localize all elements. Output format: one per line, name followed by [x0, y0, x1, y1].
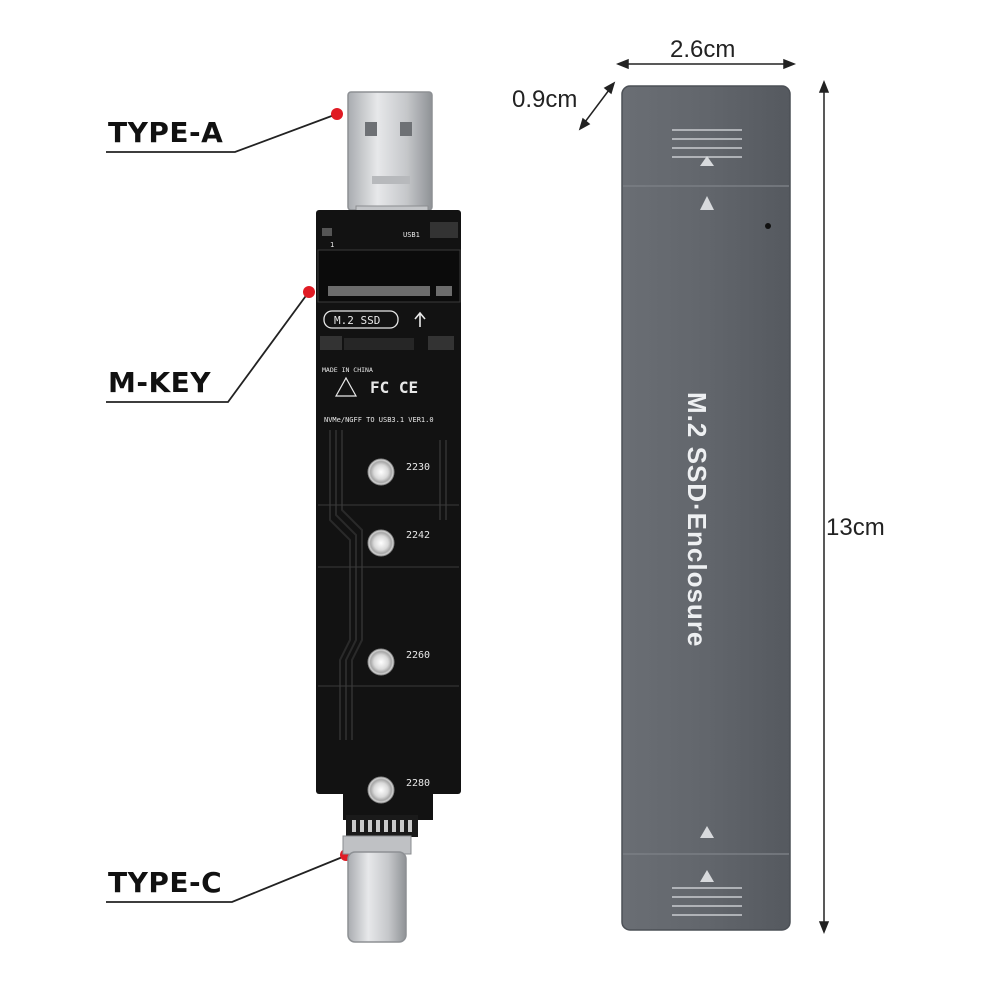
pcb-version: NVMe/NGFF TO USB3.1 VER1.0: [324, 416, 434, 424]
mounting-holes: [367, 458, 395, 804]
pcb-pin-label: 1: [330, 241, 334, 249]
thickness-dimension-label: 0.9cm: [512, 86, 578, 113]
pcb-made-in: MADE IN CHINA: [322, 366, 373, 374]
recycle-logo-icon: [334, 376, 358, 397]
enclosure-label: M.2 SSD·Enclosure: [682, 392, 712, 647]
type-a-marker: [331, 108, 343, 120]
pcb-arrow-icon: [414, 311, 426, 327]
bottom-grip-lines: [672, 887, 742, 916]
type-c-label: TYPE-C: [108, 866, 223, 899]
size-2280-label: 2280: [406, 778, 430, 789]
slide-arrow-top-icon: [700, 196, 714, 210]
type-a-label: TYPE-A: [108, 116, 224, 149]
dimension-arrows: [578, 58, 830, 935]
m-key-marker: [303, 286, 315, 298]
width-dimension-label: 2.6cm: [670, 36, 736, 63]
usb-type-c-connector: [342, 815, 418, 943]
ssd-enclosure: M.2 SSD·Enclosure: [621, 85, 791, 931]
size-2230-label: 2230: [406, 462, 430, 473]
size-2260-label: 2260: [406, 650, 430, 661]
pcb-usb-label: USB1: [403, 231, 420, 239]
pcb-cert: FC CE: [370, 378, 418, 397]
usb-type-a-connector: [347, 91, 433, 223]
length-dimension-label: 13cm: [826, 514, 885, 541]
slide-arrow-bottom-icon: [700, 826, 714, 838]
size-2242-label: 2242: [406, 530, 430, 541]
pcb-slot-label: M.2 SSD: [334, 314, 380, 327]
top-arrow-icon: [700, 156, 714, 166]
led-indicator: [765, 223, 771, 229]
adapter-pcb: USB1 1 M.2 SSD MADE IN CHINA FC CE NVMe/…: [316, 210, 461, 820]
bottom-arrow-icon: [700, 870, 714, 882]
callout-lines: [106, 113, 346, 903]
m2-slot: [317, 249, 461, 303]
m-key-label: M-KEY: [108, 366, 212, 399]
